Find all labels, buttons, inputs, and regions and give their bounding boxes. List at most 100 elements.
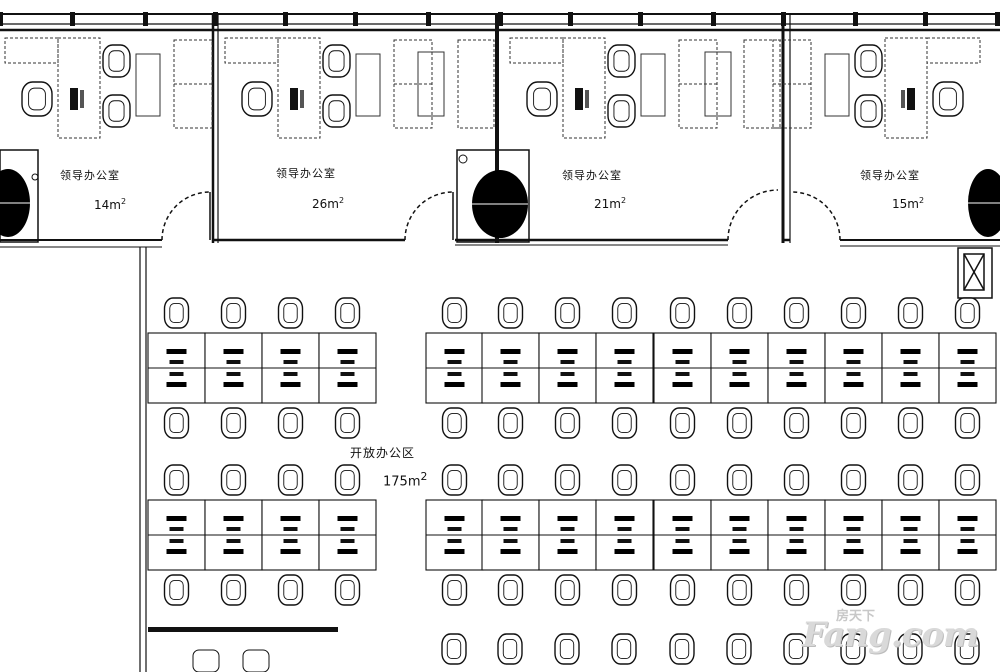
monitor-icon — [614, 382, 635, 387]
chair-icon — [497, 633, 523, 665]
keyboard-icon — [617, 527, 632, 531]
monitor-icon — [957, 349, 978, 354]
chair-icon — [277, 574, 304, 606]
chair-icon — [322, 94, 351, 128]
chair-icon — [554, 633, 580, 665]
desk-cluster — [261, 297, 320, 439]
keyboard-icon — [226, 539, 241, 543]
room-2-area: 26m2 — [312, 196, 345, 211]
desk-cluster — [481, 297, 540, 439]
desk-cluster — [881, 464, 940, 606]
office-furniture — [4, 37, 213, 139]
keyboard-icon — [732, 372, 747, 376]
monitor-icon — [729, 549, 750, 554]
cabinet — [224, 37, 279, 64]
chair-back — [446, 638, 462, 660]
chair-icon — [611, 633, 637, 665]
chair-icon — [526, 81, 558, 117]
chair-seat — [897, 407, 924, 439]
keyboard-icon — [447, 527, 462, 531]
chair-seat — [854, 94, 883, 128]
chair-icon — [840, 464, 867, 496]
chair-back — [248, 87, 266, 111]
chair-back — [902, 638, 918, 660]
monitor-icon — [166, 549, 187, 554]
chair-icon — [554, 297, 581, 329]
keyboard-icon — [503, 539, 518, 543]
chair-seat — [497, 297, 524, 329]
keyboard-icon — [789, 527, 804, 531]
monitor-icon — [729, 349, 750, 354]
keyboard-icon — [732, 360, 747, 364]
chair-back — [613, 50, 630, 72]
keyboard-icon — [503, 360, 518, 364]
chair-icon — [497, 407, 524, 439]
monitor-icon — [907, 88, 915, 110]
chair-seat — [669, 407, 696, 439]
monitor-icon — [500, 349, 521, 354]
chair-icon — [783, 297, 810, 329]
desk-cluster — [710, 297, 769, 439]
chair-seat — [241, 81, 273, 117]
chair-seat — [220, 464, 247, 496]
monitor-icon — [843, 382, 864, 387]
monitor-icon — [500, 382, 521, 387]
chair-back — [169, 579, 184, 601]
chair-icon — [897, 297, 924, 329]
chair-icon — [220, 574, 247, 606]
chair-icon — [163, 297, 190, 329]
monitor-icon — [957, 382, 978, 387]
chair-seat — [163, 574, 190, 606]
desk-cluster — [881, 297, 940, 439]
keyboard-icon — [960, 372, 975, 376]
window-marker — [70, 12, 75, 26]
desk-cluster — [425, 464, 484, 606]
chair-back — [283, 412, 298, 434]
monitor-icon — [280, 382, 301, 387]
chair-seat — [163, 297, 190, 329]
chair-icon — [954, 633, 980, 665]
keyboard-icon — [283, 372, 298, 376]
side-table — [417, 51, 445, 117]
chair-back — [226, 302, 241, 324]
watermark-logo: 房天下 Fang.com — [800, 605, 990, 660]
monitor-icon — [337, 382, 358, 387]
chair-seat — [840, 407, 867, 439]
keyboard-icon — [732, 527, 747, 531]
chair-back — [559, 638, 575, 660]
keyboard-icon — [789, 360, 804, 364]
chair-back — [788, 638, 804, 660]
chair-seat — [554, 464, 581, 496]
window-marker — [923, 12, 928, 26]
monitor-icon — [444, 349, 465, 354]
chair-seat — [726, 407, 753, 439]
chair-seat — [102, 44, 131, 78]
monitor-icon — [290, 88, 298, 110]
chair-icon — [726, 574, 753, 606]
side-table — [135, 53, 161, 117]
chair-seat — [669, 464, 696, 496]
monitor-icon — [166, 382, 187, 387]
chair-back — [617, 469, 632, 491]
desk-cluster — [710, 464, 769, 606]
chair-seat — [322, 94, 351, 128]
keyboard-icon — [617, 360, 632, 364]
chair-icon — [897, 574, 924, 606]
chair-seat — [840, 574, 867, 606]
chair-icon — [897, 464, 924, 496]
bookshelf — [743, 39, 781, 129]
chair-icon — [607, 94, 636, 128]
chair-icon — [854, 94, 883, 128]
chair-seat — [840, 464, 867, 496]
socket-icon — [458, 154, 468, 164]
chair-seat — [497, 574, 524, 606]
cabinet — [926, 37, 981, 64]
chair-back — [789, 579, 804, 601]
chair-back — [169, 412, 184, 434]
chair-icon — [334, 464, 361, 496]
chair-icon — [669, 574, 696, 606]
desk-cluster — [481, 464, 540, 606]
chair-back — [503, 302, 518, 324]
keyboard-icon — [447, 372, 462, 376]
